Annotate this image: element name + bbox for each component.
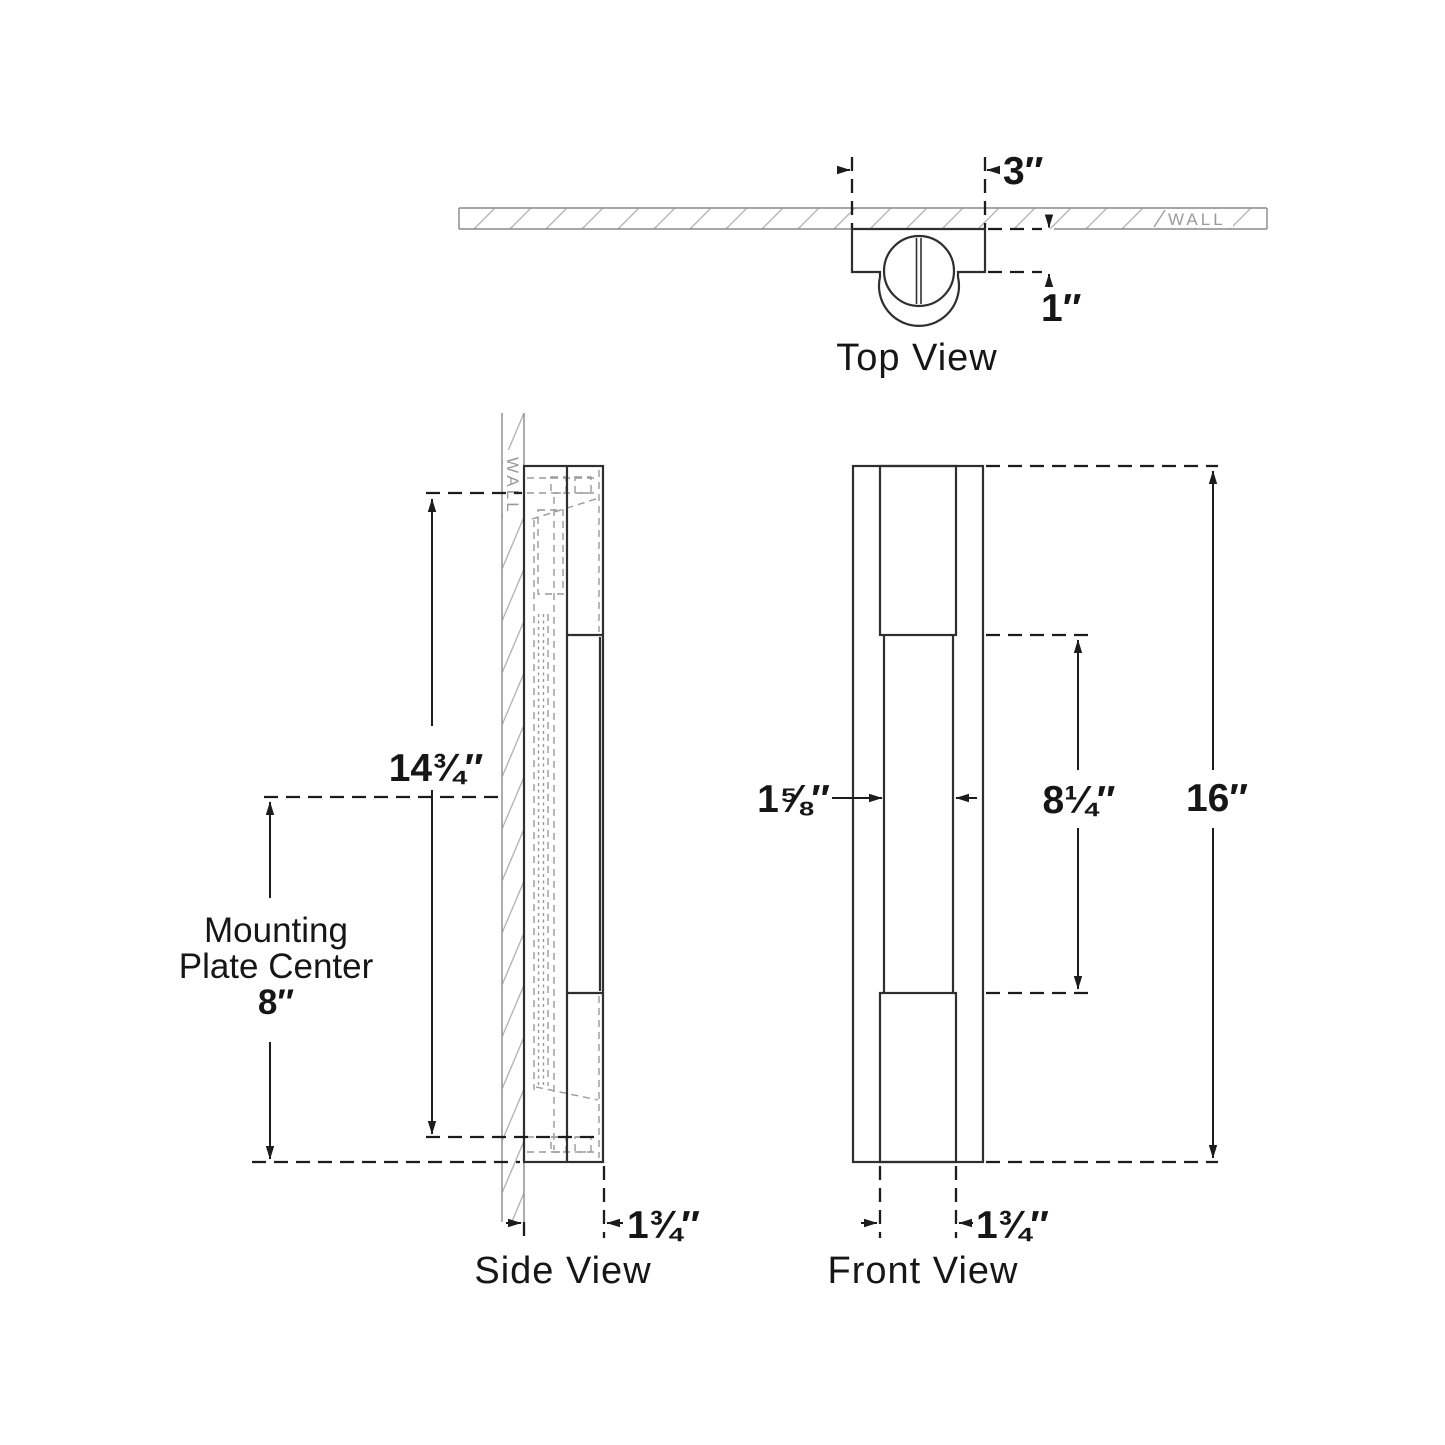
side-view-depth-dimension: 1¾″	[506, 1166, 700, 1247]
front-view-between-caps-dimension: 8¼″	[986, 633, 1116, 995]
mounting-note-line2: Plate Center	[179, 947, 374, 986]
front-view: 1⅝″ 8¼″ 16″ 1¾″ Front View	[757, 464, 1248, 1292]
dim-16in: 16″	[1186, 777, 1248, 820]
side-view-backplate-height-dimension: 14¾″	[389, 491, 599, 1139]
top-cap	[878, 464, 958, 637]
top-view-projection-dimension: 1″	[988, 214, 1081, 330]
side-view: WALL	[179, 413, 700, 1292]
side-view-mounting-center-dimension: Mounting Plate Center 8″	[179, 795, 520, 1164]
dim-3in: 3″	[1003, 150, 1043, 193]
wall-label-backing	[503, 450, 523, 516]
dim-8in: 8″	[258, 983, 294, 1022]
wall-label-tick	[1153, 209, 1166, 228]
top-view-label: Top View	[836, 337, 998, 379]
top-view: WALL 3″ 1″ Top View	[458, 150, 1268, 379]
hidden-junction-box	[537, 509, 564, 595]
front-view-fixture	[851, 464, 985, 1164]
front-view-label: Front View	[828, 1250, 1019, 1292]
top-view-fixture	[850, 227, 987, 327]
side-view-label: Side View	[474, 1250, 651, 1292]
wall-hatch	[459, 208, 1267, 229]
top-view-wall-section: WALL	[458, 207, 1268, 230]
front-view-cap-width-dimension: 1¾″	[861, 1166, 1049, 1247]
wall-label-top: WALL	[1168, 210, 1226, 229]
mounting-note-line1: Mounting	[204, 911, 348, 950]
side-view-hidden-details	[527, 470, 600, 1158]
side-view-wall-section: WALL	[501, 413, 525, 1222]
lamp-tube-section	[882, 234, 956, 308]
front-view-backplate-width-dimension: 1⅝″	[757, 778, 977, 821]
dim-8-1-4in: 8¼″	[1043, 779, 1116, 822]
dim-1in: 1″	[1041, 287, 1081, 330]
dim-1-3-4in-side: 1¾″	[627, 1204, 700, 1247]
bottom-cap	[878, 991, 958, 1164]
dim-1-3-4in-front: 1¾″	[976, 1204, 1049, 1247]
front-view-overall-height-dimension: 16″	[986, 464, 1248, 1164]
glass-tube-outline	[851, 464, 985, 1164]
wall-hatch	[502, 413, 524, 1222]
wall-label-side: WALL	[503, 457, 522, 515]
side-view-fixture	[522, 464, 605, 1164]
top-view-width-dimension: 3″	[837, 150, 1043, 228]
dim-1-5-8in: 1⅝″	[757, 778, 830, 821]
dim-14-3-4in: 14¾″	[389, 747, 484, 790]
wall-label-backing	[1149, 209, 1233, 228]
